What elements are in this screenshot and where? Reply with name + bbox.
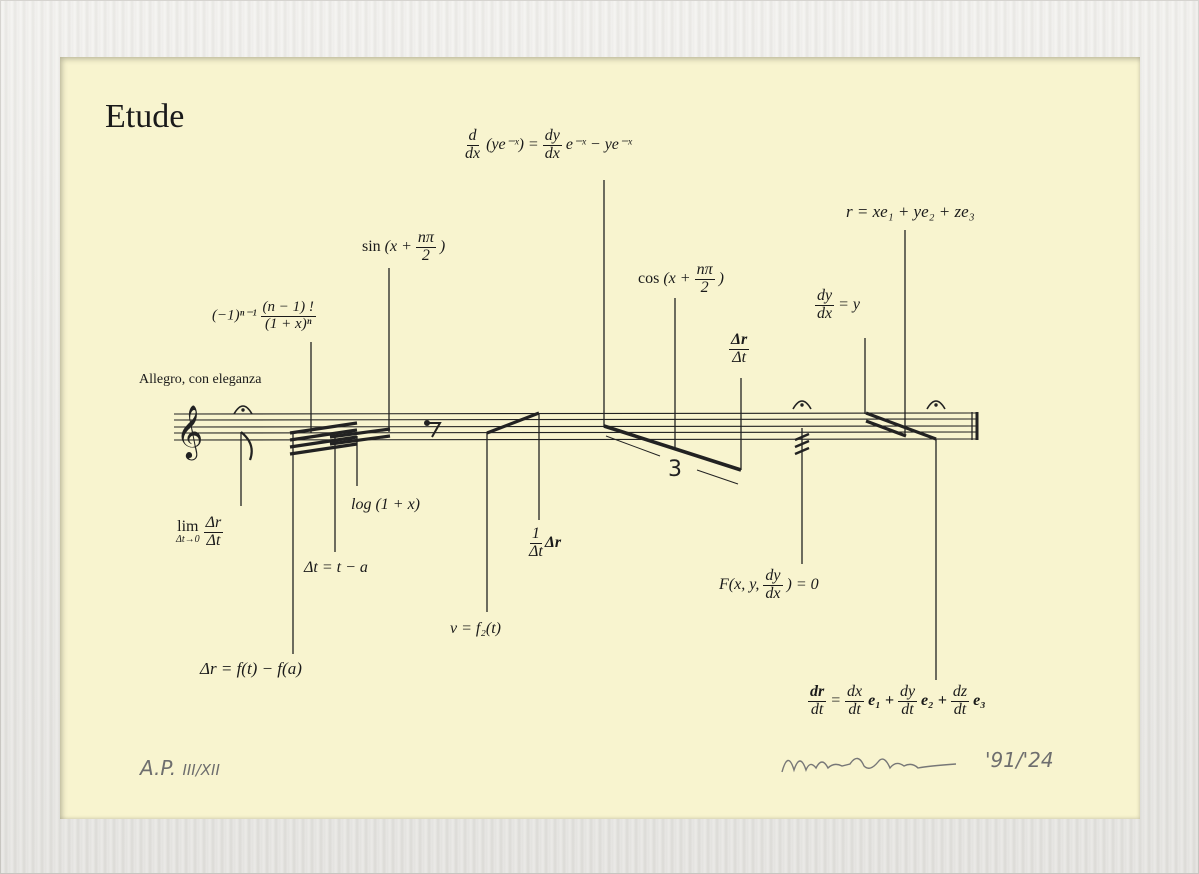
formula-delta-t: Δt = t − a [304,559,368,576]
formula-velocity: v = f₂(t) [450,620,502,637]
triplet-group [603,180,742,485]
fermata-icon [792,400,812,410]
fermata-icon [233,405,253,415]
beamed-group-1 [289,268,391,654]
eighth-flag-stem [240,431,253,506]
formula-log: log (1 + x) [351,496,420,513]
paper-sheet [60,57,1140,819]
formula-position-vector: r = xe₁ + ye₂ + ze₃ [846,202,975,221]
beamed-group-3 [864,230,937,680]
triplet-number: 3 [668,457,682,482]
signature-dates: '91/'24 [985,748,1054,772]
tempo-marking: Allegro, con eleganza [139,372,262,387]
final-barline [971,412,979,440]
beamed-group-2 [486,411,540,612]
eighth-rest-icon [424,420,442,438]
formula-taylor-term: (−1)ⁿ⁻¹ (n − 1) !(1 + x)ⁿ [212,299,316,332]
fermata-icon [926,400,946,410]
tremolo-stem [794,428,810,564]
score-title: Etude [105,98,185,135]
artist-signature [781,757,957,773]
treble-clef-icon: 𝄞 [176,404,203,460]
edition-label: A.P. III/XII [140,756,220,780]
staff [173,412,978,441]
formula-delta-r: Δr = f(t) − f(a) [200,659,302,678]
